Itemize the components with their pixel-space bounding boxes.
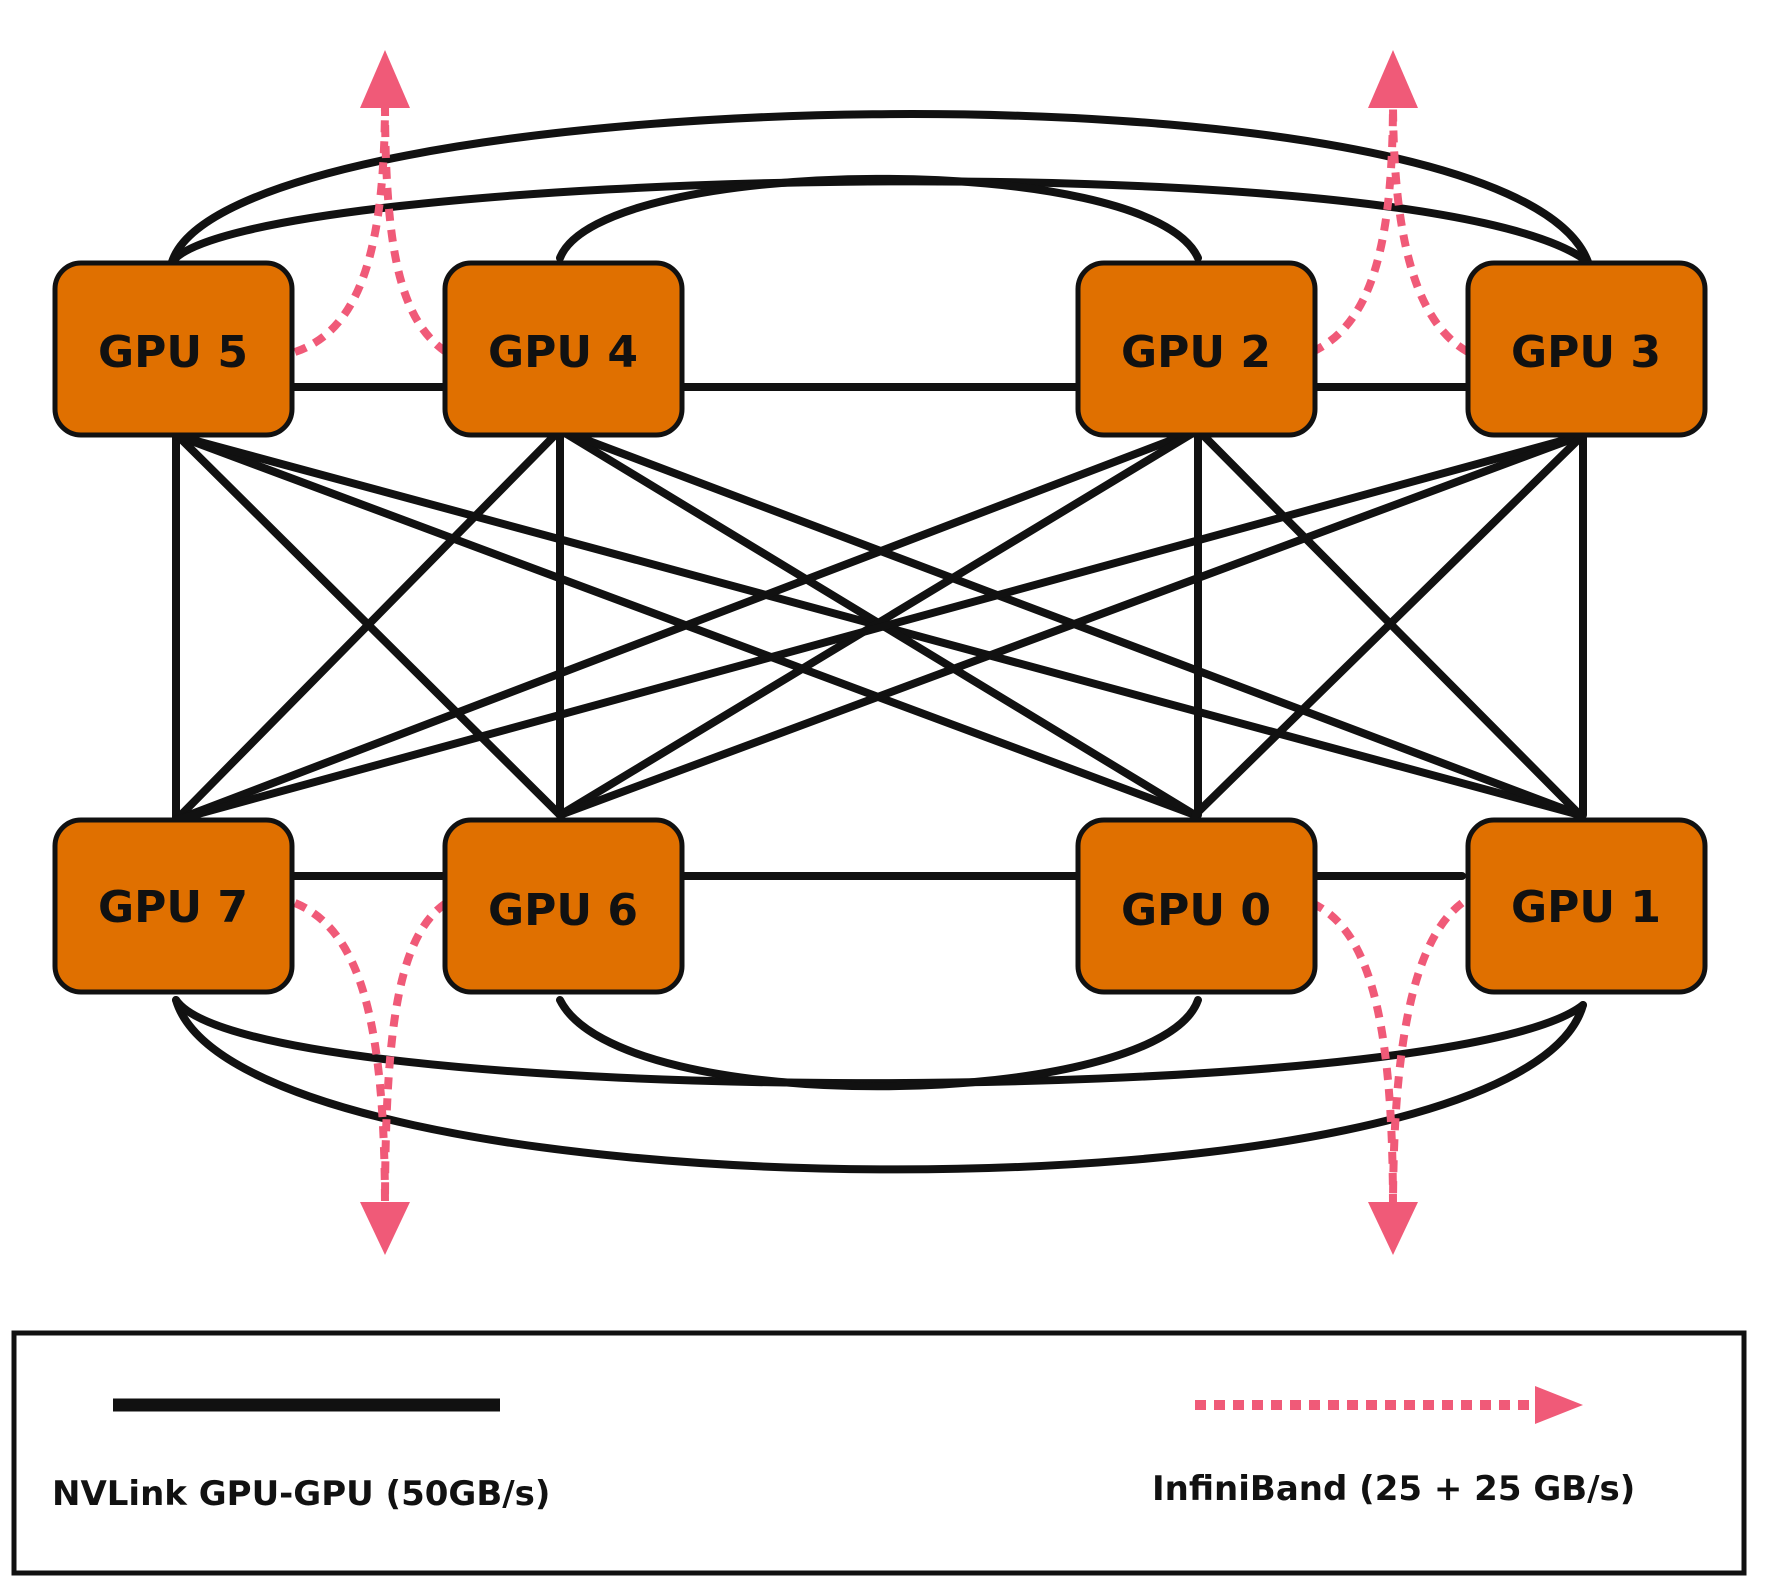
- gpu-label: GPU 7: [98, 882, 248, 933]
- nvlink-arc-gpu6-gpu0: [556, 996, 1202, 1091]
- gpu-node-gpu3: GPU 3: [1465, 260, 1708, 438]
- nvlink-gpu3-gpu0: [1191, 431, 1587, 819]
- infiniband-gpu4-up: [381, 99, 449, 356]
- infiniband-gpu1-down: [1389, 899, 1465, 1211]
- gpu-node-gpu1: GPU 1: [1465, 817, 1708, 995]
- gpu-label: GPU 4: [488, 327, 638, 378]
- gpu-node-gpu6: GPU 6: [442, 817, 685, 995]
- gpu-label: GPU 5: [98, 327, 248, 378]
- arrow-down-left-icon: [360, 1202, 410, 1255]
- nvlink-arc-gpu4-gpu2: [556, 174, 1202, 262]
- nvlink-gpu3-gpu7: [172, 431, 1587, 824]
- gpu-label: GPU 2: [1121, 327, 1271, 378]
- legend: NVLink GPU-GPU (50GB/s) InfiniBand (25 +…: [11, 1330, 1747, 1576]
- gpu-node-gpu5: GPU 5: [52, 260, 295, 438]
- legend-infiniband-arrow-icon: [1535, 1386, 1583, 1424]
- arrow-up-left-icon: [360, 50, 410, 108]
- gpu-node-gpu7: GPU 7: [52, 817, 295, 995]
- infiniband-connections: [293, 99, 1471, 1211]
- nvlink-gpu4-gpu7: [172, 426, 564, 824]
- legend-nvlink-label: NVLink GPU-GPU (50GB/s): [52, 1474, 550, 1514]
- infiniband-gpu5-up: [293, 99, 389, 356]
- infiniband-arrowheads: [360, 50, 1418, 1255]
- nvlink-connections: [168, 110, 1592, 1174]
- gpu-label: GPU 3: [1511, 327, 1661, 378]
- gpu-nodes: GPU 5 GPU 4 GPU 2 GPU 3 GPU 7 GPU 6 GPU …: [52, 260, 1708, 995]
- legend-infiniband-label: InfiniBand (25 + 25 GB/s): [1152, 1469, 1635, 1509]
- infiniband-gpu6-down: [381, 899, 449, 1211]
- gpu-label: GPU 0: [1121, 885, 1271, 936]
- gpu-label: GPU 1: [1511, 882, 1661, 933]
- gpu-node-gpu0: GPU 0: [1075, 817, 1318, 995]
- nvlink-gpu2-gpu7: [172, 426, 1202, 824]
- arrow-up-right-icon: [1368, 50, 1418, 108]
- nvlink-arc-gpu5-gpu3: [168, 110, 1592, 266]
- infiniband-gpu2-up: [1310, 99, 1397, 356]
- gpu-label: GPU 6: [488, 885, 638, 936]
- nvlink-gpu2-gpu6: [556, 426, 1202, 819]
- nvlink-gpu3-gpu6: [556, 431, 1587, 819]
- infiniband-gpu3-up: [1389, 99, 1471, 356]
- gpu-node-gpu2: GPU 2: [1075, 260, 1318, 438]
- gpu-node-gpu4: GPU 4: [442, 260, 685, 438]
- arrow-down-right-icon: [1368, 1202, 1418, 1255]
- legend-box: [11, 1330, 1747, 1576]
- infiniband-gpu7-down: [293, 899, 389, 1211]
- nvlink-arc-gpu7-gpu1: [172, 996, 1587, 1174]
- nvlink-arc-gpu7-gpu1-inner: [172, 996, 1587, 1088]
